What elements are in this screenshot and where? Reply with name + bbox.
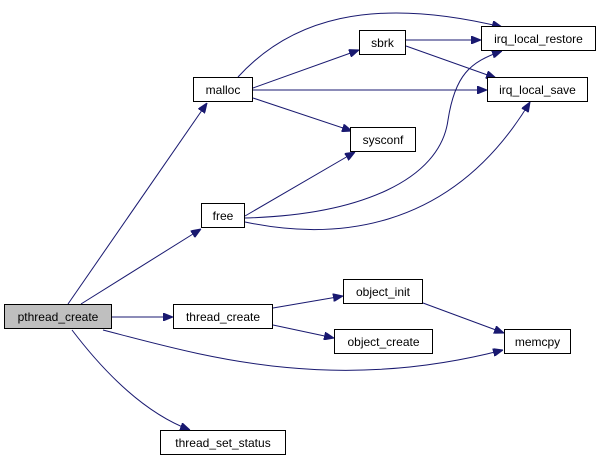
node-memcpy[interactable]: memcpy <box>504 329 571 354</box>
node-pthread_create[interactable]: pthread_create <box>4 304 112 329</box>
node-thread_set_status[interactable]: thread_set_status <box>160 430 286 455</box>
node-irq_local_save[interactable]: irq_local_save <box>487 77 588 102</box>
edge-pthread_create-memcpy <box>102 329 503 371</box>
edge-pthread_create-free <box>80 229 201 305</box>
edge-pthread_create-thread_set_status <box>71 329 190 430</box>
node-malloc[interactable]: malloc <box>193 77 253 102</box>
edge-malloc-sysconf <box>252 97 352 131</box>
node-irq_local_restore[interactable]: irq_local_restore <box>481 26 596 51</box>
edge-malloc-irq_local_restore <box>237 12 502 78</box>
node-thread_create[interactable]: thread_create <box>173 304 273 329</box>
node-sbrk[interactable]: sbrk <box>359 30 406 55</box>
edge-object_init-memcpy <box>422 302 504 333</box>
node-object_create[interactable]: object_create <box>334 329 433 354</box>
edge-sbrk-irq_local_save <box>405 45 496 78</box>
edge-free-irq_local_restore <box>244 51 502 219</box>
node-free[interactable]: free <box>201 203 245 228</box>
node-sysconf[interactable]: sysconf <box>350 127 416 152</box>
edge-thread_create-object_init <box>272 296 343 309</box>
edge-free-sysconf <box>244 152 355 217</box>
edge-pthread_create-malloc <box>67 103 207 305</box>
edge-free-irq_local_save <box>244 102 530 231</box>
edge-thread_create-object_create <box>272 324 334 338</box>
edge-malloc-sbrk <box>252 50 359 89</box>
node-object_init[interactable]: object_init <box>343 279 423 304</box>
